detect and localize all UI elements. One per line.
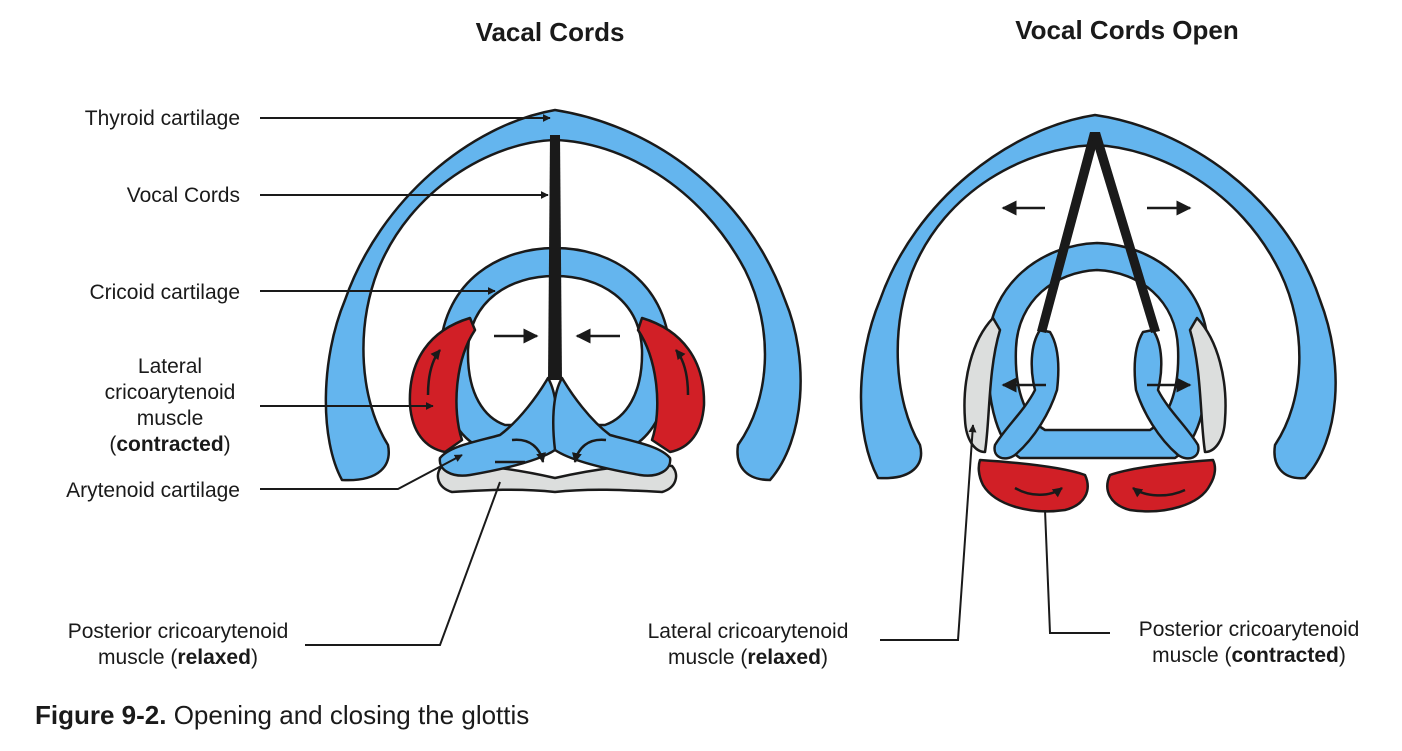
label-posterior-left-line1: Posterior cricoarytenoid bbox=[68, 620, 289, 643]
posterior-muscle-right-a bbox=[977, 458, 1089, 513]
vocal-cords-closed bbox=[548, 135, 562, 380]
thyroid-cartilage-right bbox=[859, 113, 1337, 480]
label-lateral-line4: (contracted) bbox=[109, 433, 230, 456]
posterior-muscle-right-b bbox=[1106, 458, 1217, 513]
arrow-lateral-muscle-left bbox=[426, 349, 441, 396]
arrow-lateral-muscle-right bbox=[675, 349, 690, 396]
label-lateral-right-line2: muscle (relaxed) bbox=[668, 646, 828, 669]
label-vocal-cords: Vocal Cords bbox=[127, 184, 240, 207]
label-lateral-right-line1: Lateral cricoarytenoid bbox=[648, 620, 849, 643]
closed-glottis-drawing bbox=[324, 108, 802, 494]
open-glottis-drawing bbox=[859, 113, 1337, 513]
arrow-arytenoid-left bbox=[511, 438, 546, 463]
lateral-muscle-right-b bbox=[1188, 316, 1227, 454]
vocal-cords-open bbox=[1037, 132, 1100, 333]
thyroid-cartilage-left bbox=[324, 108, 802, 482]
arytenoid-left-b bbox=[552, 376, 672, 477]
vocal-cords-open-b bbox=[1090, 132, 1160, 333]
leaders-left bbox=[260, 114, 551, 646]
arytenoid-right-b bbox=[1133, 328, 1200, 460]
title-open: Vocal Cords Open bbox=[1015, 15, 1238, 45]
label-posterior-right-line2: muscle (contracted) bbox=[1152, 644, 1346, 667]
label-lateral-line1: Lateral bbox=[138, 355, 202, 378]
label-thyroid-cartilage: Thyroid cartilage bbox=[85, 107, 240, 130]
arrow-posterior-muscle-right bbox=[1132, 486, 1186, 498]
label-lateral-line2: cricoarytenoid bbox=[105, 381, 236, 404]
title-closed: Vacal Cords bbox=[476, 17, 625, 47]
label-posterior-right-line1: Posterior cricoarytenoid bbox=[1139, 618, 1360, 641]
figure-caption: Figure 9-2. Opening and closing the glot… bbox=[35, 700, 529, 730]
leaders-right bbox=[880, 424, 1110, 641]
label-lateral-line3: muscle bbox=[137, 407, 204, 430]
arytenoid-right-a bbox=[993, 328, 1060, 460]
label-posterior-left-line2: muscle (relaxed) bbox=[98, 646, 258, 669]
lateral-muscle-right-a bbox=[963, 316, 1002, 454]
label-arytenoid-cartilage: Arytenoid cartilage bbox=[66, 479, 240, 502]
arrow-arytenoid-right bbox=[572, 438, 607, 463]
label-cricoid-cartilage: Cricoid cartilage bbox=[89, 281, 240, 304]
arrow-posterior-muscle-left bbox=[1014, 486, 1063, 498]
lateral-muscle-left-a bbox=[408, 316, 477, 454]
lateral-muscle-left-b bbox=[636, 316, 706, 454]
